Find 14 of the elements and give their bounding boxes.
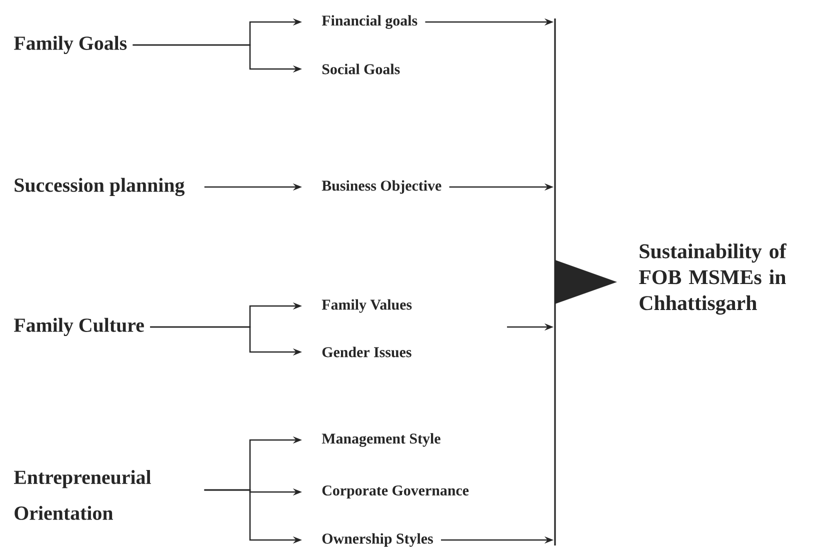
factor-label: Succession planning xyxy=(14,178,185,196)
sub-factor-label: Family Values xyxy=(322,299,412,313)
sub-factor-label: Ownership Styles xyxy=(322,533,433,547)
factor-label: Family Goals xyxy=(14,36,127,54)
sub-factor-label: Business Objective xyxy=(322,180,442,194)
factor-label: Family Culture xyxy=(14,318,144,336)
sub-factor-label: Social Goals xyxy=(322,64,400,74)
outcome-label: Sustainability of FOB MSMEs in Chhattisgarh xyxy=(639,243,786,315)
sub-factor-label: Gender Issues xyxy=(322,346,412,358)
triangle-arrow xyxy=(554,260,617,304)
sub-factor-label: Corporate Governance xyxy=(322,485,469,499)
sub-factor-label: Management Style xyxy=(322,433,440,447)
sub-factor-label: Financial goals xyxy=(322,15,418,29)
factor-label: Entrepreneurial Orientation xyxy=(14,470,151,520)
